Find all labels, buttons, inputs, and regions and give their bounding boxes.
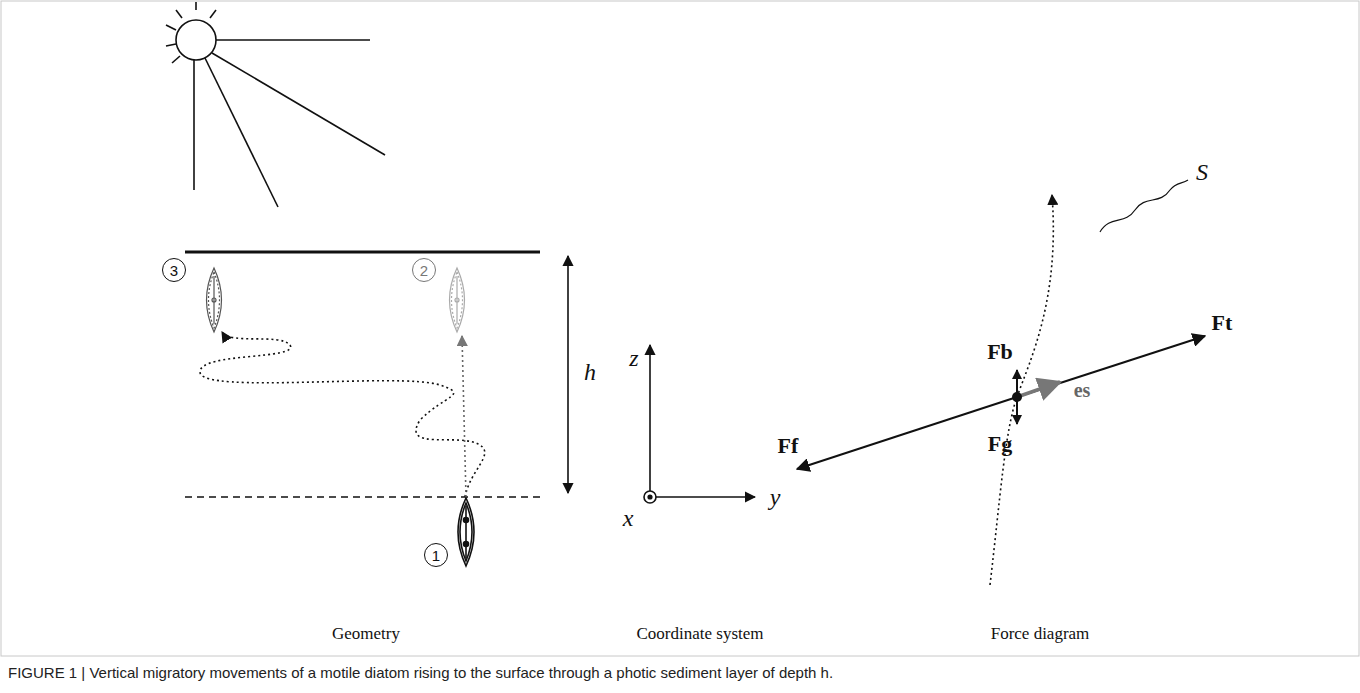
panel-title: Force diagram [991,624,1090,644]
direct-path [462,336,466,497]
leader-line [1100,180,1188,232]
depth-arrow [567,256,569,493]
callout-number: 2 [420,262,428,279]
sediment-surface [185,251,540,254]
callout-number: 3 [170,262,178,279]
callout-number: 1 [432,547,440,564]
callout-circle: 3 [162,258,186,282]
force-label: Fg [988,431,1012,457]
panel-title: Coordinate system [636,624,763,644]
sun-symbol [166,2,385,207]
force-label: Fb [987,339,1013,365]
random-walk-path [200,332,485,497]
figure-frame [1,1,1359,656]
diatom-1 [458,498,474,566]
unit-vector [1017,382,1060,397]
dimension-label: h [584,359,596,386]
force-label: Ft [1212,310,1233,336]
cell-point [1012,392,1022,402]
path-label: S [1196,159,1208,186]
axis-label: x [623,505,634,532]
trajectory-curve [990,195,1053,585]
diatom-3 [207,268,222,332]
callout-circle: 1 [424,543,448,567]
axis-label: z [629,345,638,372]
panel-title: Geometry [332,624,400,644]
figure-caption: FIGURE 1 | Vertical migratory movements … [8,664,833,681]
callout-circle: 2 [412,258,436,282]
axis-label: y [770,484,781,511]
diatom-2 [450,268,465,332]
vector-label: es [1074,379,1091,402]
force-label: Ff [778,433,799,459]
coordinate-axes [644,345,755,503]
force-vectors [797,336,1205,469]
photic-depth-line [185,496,540,497]
